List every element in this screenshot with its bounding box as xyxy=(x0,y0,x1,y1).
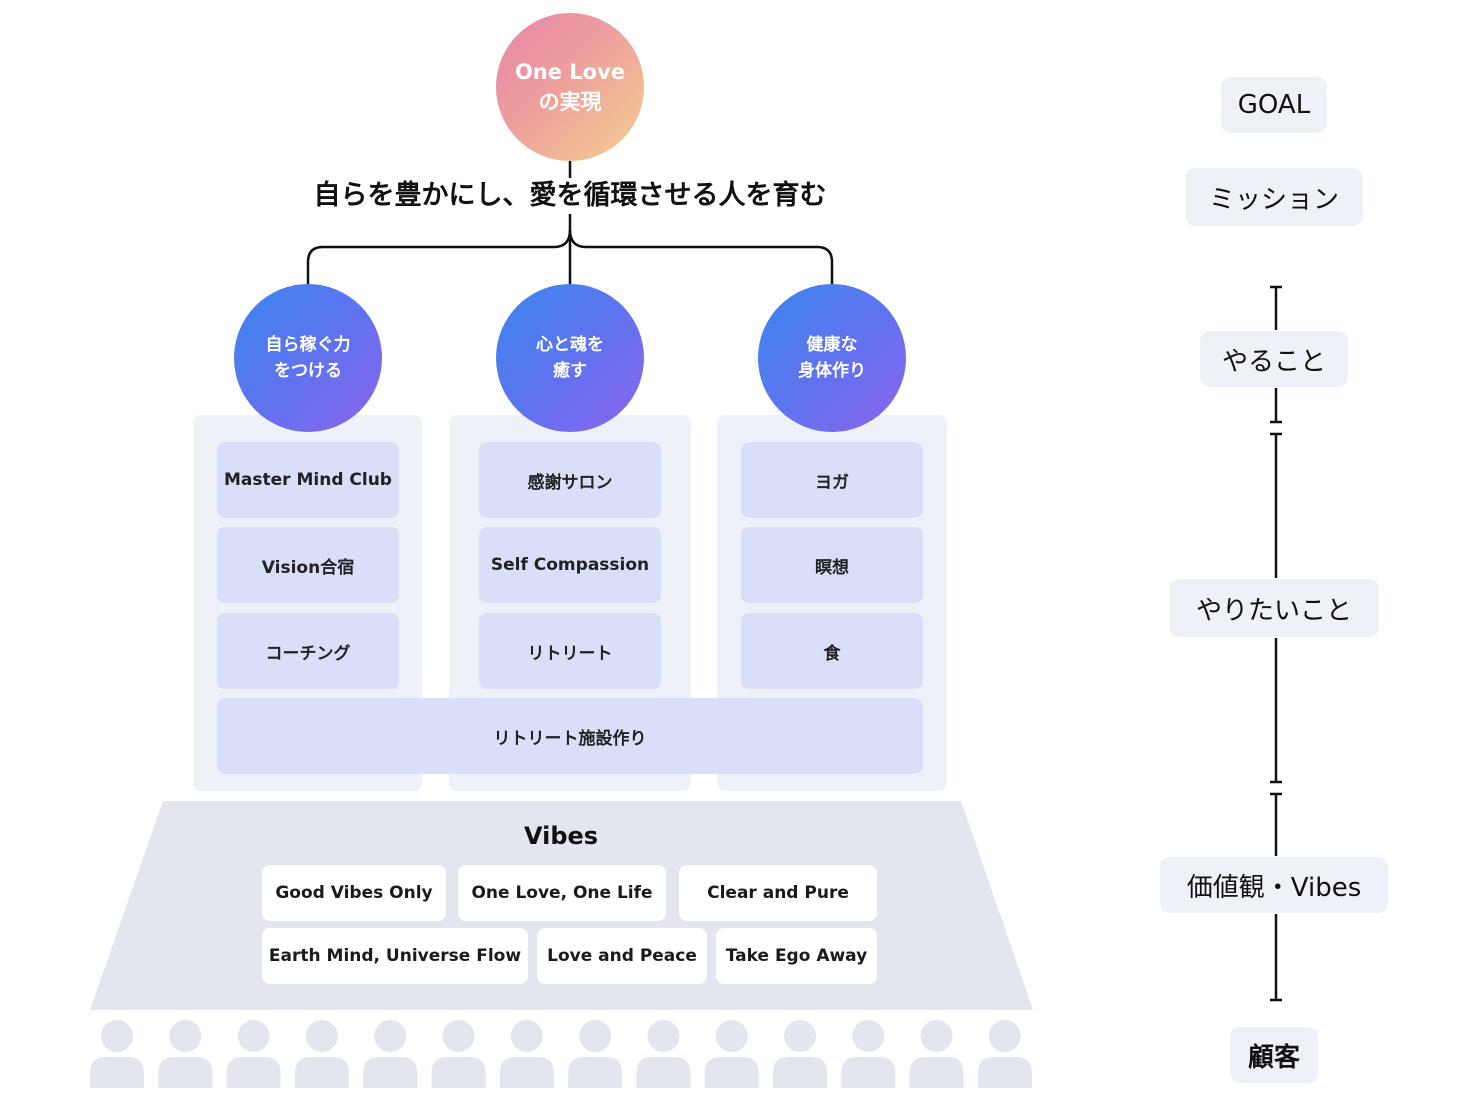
item-gratitude-salon: 感謝サロン xyxy=(479,442,661,518)
vibe-take-ego-away: Take Ego Away xyxy=(716,928,877,984)
pillar-1-line-1: 自ら稼ぐ力 xyxy=(265,335,351,355)
item-master-mind-club: Master Mind Club xyxy=(217,442,399,518)
person-icon xyxy=(226,1020,281,1088)
goal-line-2: の実現 xyxy=(538,90,602,114)
person-icon xyxy=(977,1020,1032,1088)
item-food: 食 xyxy=(741,613,923,689)
pillar-circle-health: 健康な 身体作り xyxy=(758,284,906,432)
person-icon xyxy=(294,1020,349,1088)
mission-statement: 自らを豊かにし、愛を循環させる人を育む xyxy=(313,180,827,211)
person-icon xyxy=(158,1020,213,1088)
label-values-vibes: 価値観・Vibes xyxy=(1160,857,1388,913)
person-icon xyxy=(704,1020,759,1088)
goal-circle: One Love の実現 xyxy=(496,13,644,161)
item-coaching: コーチング xyxy=(217,613,399,689)
pillar-1-line-2: をつける xyxy=(274,361,342,381)
label-mission: ミッション xyxy=(1185,168,1363,226)
vibe-clear-and-pure: Clear and Pure xyxy=(679,865,877,921)
person-icon xyxy=(499,1020,554,1088)
item-meditation: 瞑想 xyxy=(741,527,923,603)
person-icon xyxy=(90,1020,144,1088)
pillar-3-line-2: 身体作り xyxy=(798,361,866,381)
person-icon xyxy=(909,1020,964,1088)
pillar-circle-healing: 心と魂を 癒す xyxy=(496,284,644,432)
person-icon xyxy=(841,1020,896,1088)
item-vision-camp: Vision合宿 xyxy=(217,527,399,603)
person-icon xyxy=(773,1020,827,1088)
person-icon xyxy=(363,1020,418,1088)
vibes-title: Vibes xyxy=(523,822,599,850)
pillar-circle-earning: 自ら稼ぐ力 をつける xyxy=(234,284,382,432)
vibe-love-and-peace: Love and Peace xyxy=(537,928,707,984)
item-retreat-facility: リトリート施設作り xyxy=(217,698,923,774)
pillar-2-line-1: 心と魂を xyxy=(536,335,604,355)
label-todo: やること xyxy=(1200,331,1348,387)
person-icon xyxy=(636,1020,691,1088)
label-customers: 顧客 xyxy=(1230,1027,1318,1083)
goal-line-1: One Love xyxy=(514,60,626,84)
label-goal: GOAL xyxy=(1221,77,1327,133)
item-self-compassion: Self Compassion xyxy=(479,527,661,603)
pillar-3-line-1: 健康な xyxy=(806,335,858,355)
item-yoga: ヨガ xyxy=(741,442,923,518)
vibe-earth-mind: Earth Mind, Universe Flow xyxy=(262,928,528,984)
person-icon xyxy=(568,1020,623,1088)
pillar-2-line-2: 癒す xyxy=(553,361,587,381)
label-wants: やりたいこと xyxy=(1169,579,1379,637)
item-retreat: リトリート xyxy=(479,613,661,689)
person-icon xyxy=(431,1020,486,1088)
vibe-one-love-one-life: One Love, One Life xyxy=(458,865,666,921)
vibe-good-vibes-only: Good Vibes Only xyxy=(262,865,446,921)
